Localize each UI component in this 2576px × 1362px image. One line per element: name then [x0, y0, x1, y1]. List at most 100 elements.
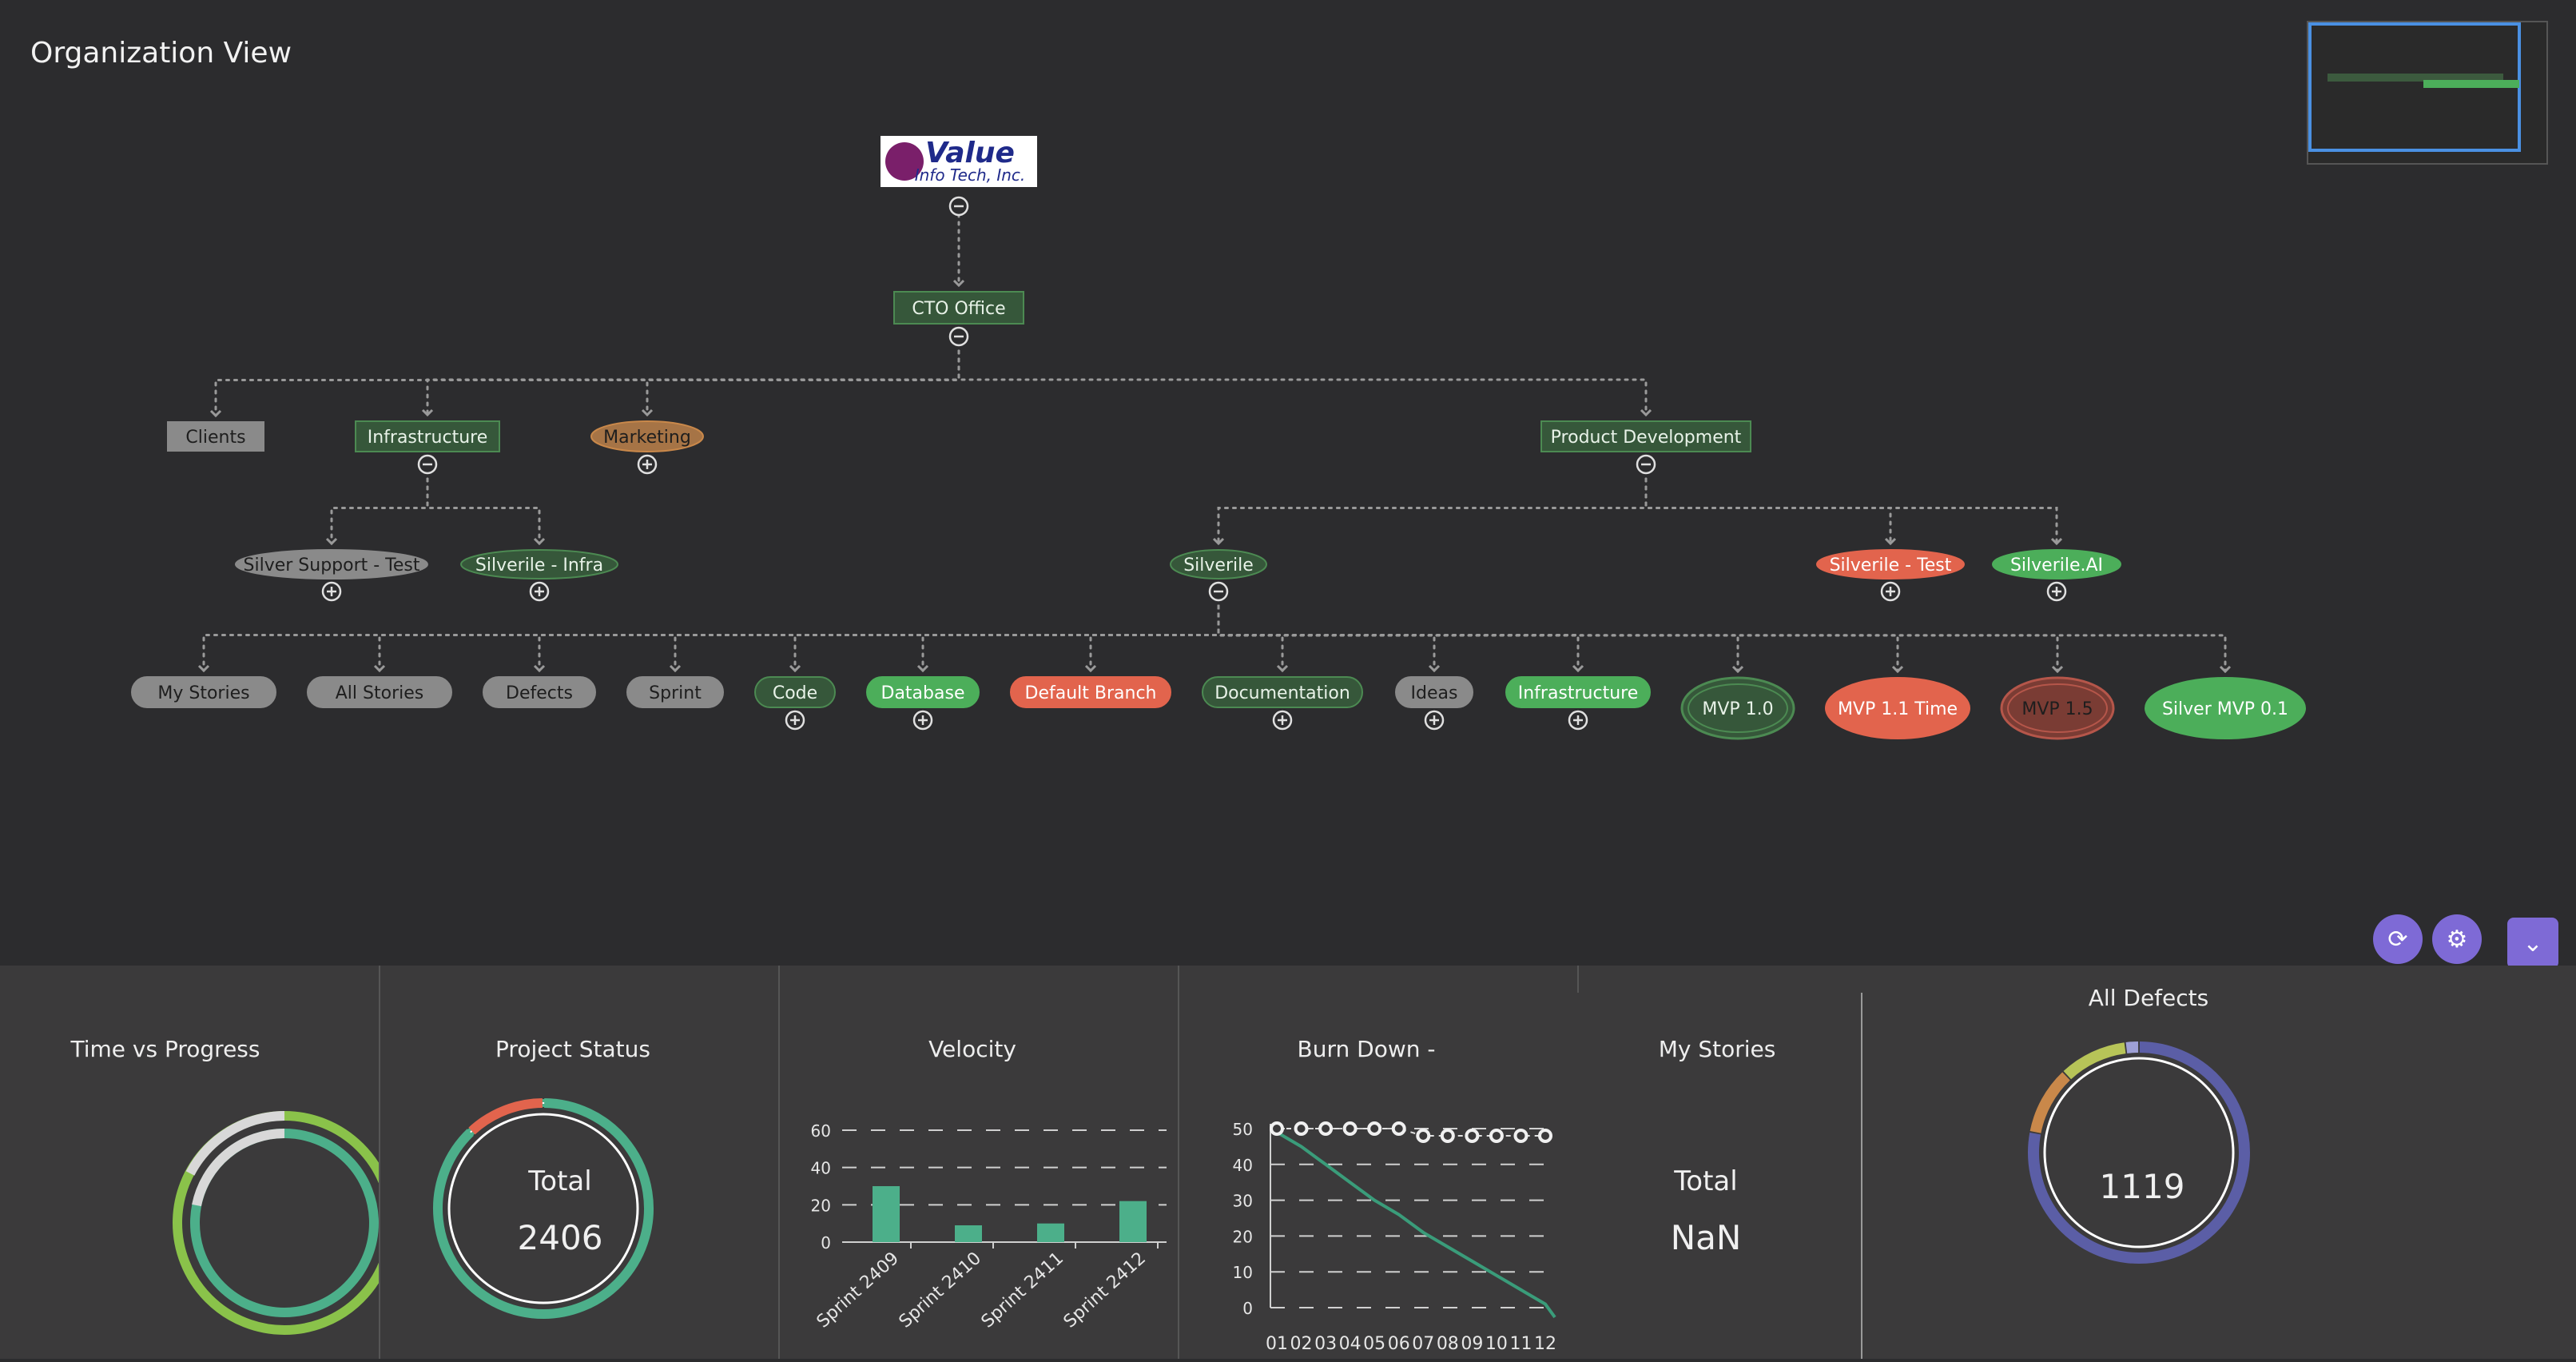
- connector-line: [1217, 604, 1899, 673]
- org-node-silverile-infra[interactable]: Silverile - Infra: [460, 549, 618, 579]
- connector-arrow: [916, 664, 929, 673]
- connector-line: [202, 604, 1220, 672]
- node-pill[interactable]: [626, 676, 724, 708]
- collapse-toggle-icon[interactable]: [1208, 581, 1229, 602]
- node-label: Silver MVP 0.1: [2162, 699, 2288, 719]
- node-ellipse[interactable]: [460, 549, 618, 579]
- minimap-viewport[interactable]: [2308, 22, 2521, 152]
- org-node-silver-support[interactable]: Silver Support - Test: [235, 549, 428, 579]
- org-node-infrastructure2[interactable]: Infrastructure: [1505, 676, 1651, 708]
- node-label: Marketing: [603, 428, 691, 448]
- node-ellipse[interactable]: [2000, 676, 2115, 740]
- collapse-toggle-icon[interactable]: [948, 326, 969, 347]
- connector-arrow: [1212, 537, 1225, 546]
- node-box[interactable]: [167, 421, 264, 452]
- org-node-documentation[interactable]: Documentation: [1202, 676, 1363, 708]
- node-ellipse[interactable]: [1992, 549, 2121, 579]
- org-node-proddev[interactable]: Product Development: [1540, 420, 1751, 452]
- gear-icon: ⚙: [2446, 925, 2468, 954]
- node-ellipse[interactable]: [1170, 549, 1267, 579]
- org-node-mvp15[interactable]: MVP 1.5: [2000, 676, 2115, 740]
- org-node-my-stories[interactable]: My Stories: [131, 676, 276, 708]
- node-pill[interactable]: [754, 676, 836, 708]
- node-label: All Stories: [336, 683, 423, 703]
- org-node-clients[interactable]: Clients: [167, 421, 264, 452]
- org-node-silverile[interactable]: Silverile: [1170, 549, 1267, 579]
- org-node-mvp11[interactable]: MVP 1.1 Time: [1825, 677, 1970, 739]
- logo-subtext: Info Tech, Inc.: [915, 165, 1026, 185]
- org-node-mvp10[interactable]: MVP 1.0: [1680, 676, 1795, 740]
- connector-arrow: [209, 409, 222, 418]
- node-pill[interactable]: [866, 676, 980, 708]
- x-tick-label: 06: [1388, 1334, 1410, 1354]
- burn-down-point: [1440, 1128, 1455, 1143]
- expand-toggle-icon[interactable]: [529, 581, 550, 602]
- org-node-database[interactable]: Database: [866, 676, 980, 708]
- expand-toggle-icon[interactable]: [2046, 581, 2067, 602]
- expand-toggle-icon[interactable]: [1424, 710, 1445, 731]
- connector-arrow: [421, 408, 434, 417]
- node-pill[interactable]: [1202, 676, 1363, 708]
- org-node-infra[interactable]: Infrastructure: [355, 420, 500, 452]
- expand-toggle-icon[interactable]: [1880, 581, 1901, 602]
- expand-toggle-icon[interactable]: [321, 581, 342, 602]
- expand-toggle-icon[interactable]: [637, 454, 658, 475]
- node-pill[interactable]: [1505, 676, 1651, 708]
- collapse-dashboard-button[interactable]: ⌄: [2507, 918, 2558, 969]
- org-node-silverile-ai[interactable]: Silverile.AI: [1992, 549, 2121, 579]
- org-node-code[interactable]: Code: [754, 676, 836, 708]
- node-ellipse[interactable]: [1816, 549, 1965, 579]
- node-box[interactable]: [1540, 420, 1751, 452]
- connector-arrow: [2219, 665, 2232, 674]
- expand-toggle-icon[interactable]: [1272, 710, 1293, 731]
- org-node-default-branch[interactable]: Default Branch: [1010, 676, 1171, 708]
- x-tick-label: 03: [1314, 1334, 1337, 1354]
- org-node-silverile-test[interactable]: Silverile - Test: [1816, 549, 1965, 579]
- node-ellipse-inner[interactable]: [1688, 683, 1788, 733]
- x-tick-label: Sprint 2412: [1060, 1248, 1150, 1332]
- org-node-silvermvp[interactable]: Silver MVP 0.1: [2145, 677, 2306, 739]
- node-pill[interactable]: [1010, 676, 1171, 708]
- node-label: Silverile - Infra: [475, 556, 603, 575]
- node-ellipse[interactable]: [590, 420, 704, 452]
- org-node-sprint[interactable]: Sprint: [626, 676, 724, 708]
- donut-inner-ring: [447, 1113, 639, 1304]
- burn-down-point: [1416, 1128, 1431, 1143]
- node-ellipse[interactable]: [1680, 676, 1795, 740]
- node-pill[interactable]: [307, 676, 452, 708]
- node-pill[interactable]: [483, 676, 596, 708]
- org-node-all-stories[interactable]: All Stories: [307, 676, 452, 708]
- org-node-ideas[interactable]: Ideas: [1395, 676, 1473, 708]
- x-tick-label: Sprint 2411: [978, 1248, 1067, 1332]
- expand-toggle-icon[interactable]: [785, 710, 805, 731]
- node-box[interactable]: [893, 291, 1024, 325]
- expand-toggle-icon[interactable]: [912, 710, 933, 731]
- minimap[interactable]: [2307, 21, 2548, 165]
- all-defects-slice: [2029, 1072, 2070, 1133]
- expand-toggle-icon[interactable]: [1568, 710, 1588, 731]
- connector-line: [1644, 477, 2058, 545]
- node-ellipse[interactable]: [1825, 677, 1970, 739]
- panel-divider: [1178, 966, 1179, 1359]
- burn-down-point: [1367, 1121, 1382, 1136]
- node-ellipse[interactable]: [235, 549, 428, 579]
- node-ellipse[interactable]: [2145, 677, 2306, 739]
- node-box[interactable]: [355, 420, 500, 452]
- org-node-cto[interactable]: CTO Office: [893, 291, 1024, 325]
- refresh-button[interactable]: ⟳: [2373, 914, 2423, 964]
- node-pill[interactable]: [1395, 676, 1473, 708]
- node-pill[interactable]: [131, 676, 276, 708]
- velocity-bar: [1119, 1201, 1147, 1242]
- org-node-defects[interactable]: Defects: [483, 676, 596, 708]
- node-ellipse-inner[interactable]: [2007, 683, 2108, 733]
- collapse-toggle-icon[interactable]: [417, 454, 438, 475]
- org-node-marketing[interactable]: Marketing: [590, 420, 704, 452]
- connector-line: [426, 477, 541, 545]
- collapse-toggle-icon[interactable]: [1636, 454, 1656, 475]
- collapse-toggle-icon[interactable]: [948, 196, 969, 217]
- settings-button[interactable]: ⚙: [2432, 914, 2482, 964]
